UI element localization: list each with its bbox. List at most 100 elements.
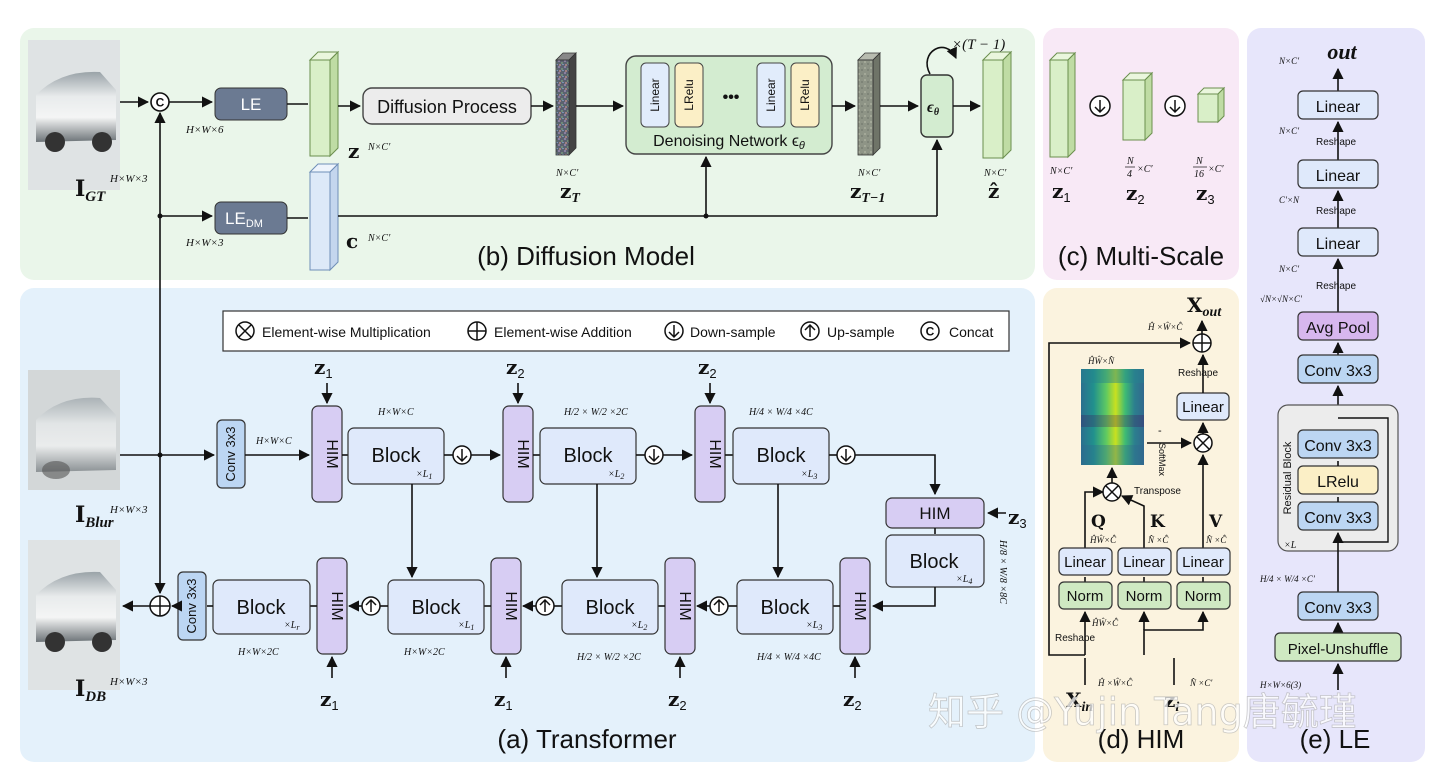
z1-dec1: z1: [494, 687, 513, 713]
add-icon: [467, 321, 487, 341]
him-dec3: HIM: [839, 557, 871, 655]
block-dec2: Block ×L2: [561, 579, 659, 635]
ms-z3-label: z3: [1196, 181, 1215, 207]
multiscale-panel: [1043, 28, 1239, 280]
svg-text:×L3: ×L3: [801, 469, 817, 481]
down-enc1: [452, 445, 472, 465]
gt-image: [28, 40, 120, 190]
svg-text:HIM: HIM: [706, 439, 723, 468]
svg-text:Linear: Linear: [1316, 236, 1361, 253]
him-mult-v: [1193, 433, 1213, 453]
svg-text:Conv 3x3: Conv 3x3: [1304, 510, 1372, 527]
svg-text:Diffusion Process: Diffusion Process: [377, 97, 517, 117]
block-refine: Block ×Lr: [212, 579, 311, 635]
z2-dec3: z2: [843, 687, 862, 713]
him-zi: zi: [1164, 688, 1179, 715]
zhat-prism: [981, 50, 1013, 160]
le-res-lrelu: LRelu: [1297, 465, 1379, 495]
him-norm-v: Norm: [1176, 581, 1231, 610]
le-res-conv-1: Conv 3x3: [1297, 429, 1379, 459]
down-enc2: [644, 445, 664, 465]
zhat-label: ẑ: [988, 179, 999, 203]
le-dim: H×W×6: [185, 124, 224, 136]
c-label: c: [346, 229, 358, 253]
svg-text:16: 16: [1194, 169, 1204, 180]
block-dec3: Block ×L3: [736, 579, 834, 635]
block-enc3: Block ×L3: [732, 427, 830, 485]
up-dec2: [535, 596, 555, 616]
le-dim4: √N×√N×C′: [1260, 294, 1303, 304]
him-norm-dim: ĤŴ×Ĉ: [1091, 618, 1119, 628]
denoising-network: Linear LRelu ••• Linear LRelu Denoising …: [625, 55, 833, 155]
block-enc2: Block ×L2: [539, 427, 637, 485]
db-dim: H×W×3: [109, 676, 148, 688]
svg-text:Down-sample: Down-sample: [690, 324, 776, 340]
ms-down-1: [1089, 95, 1111, 117]
ms-z1-dim: N×C′: [1049, 166, 1073, 177]
mult-icon: [235, 321, 255, 341]
block-dec1: Block ×L1: [387, 579, 485, 635]
svg-text:Linear: Linear: [1123, 554, 1165, 571]
svg-text:×L1: ×L1: [458, 620, 474, 632]
svg-text:Conv 3x3: Conv 3x3: [1304, 363, 1372, 380]
svg-text:×L3: ×L3: [806, 620, 822, 632]
him-reshape-bottom: Reshape: [1055, 633, 1095, 644]
le-out-dim: N×C′: [1278, 56, 1300, 66]
conv-in-dim: H×W×C: [255, 436, 292, 447]
svg-text:×L2: ×L2: [631, 620, 647, 632]
z1-refine: z1: [320, 687, 339, 713]
him-linear-out: Linear: [1176, 392, 1230, 421]
ms-z2-prism: [1121, 71, 1154, 142]
gt-dim: H×W×3: [109, 173, 148, 185]
him-enc2: HIM: [502, 405, 534, 503]
svg-text:LE: LE: [241, 95, 262, 114]
loop-arrow: [926, 46, 957, 75]
zT1-dim: N×C′: [857, 168, 881, 179]
svg-text:Norm: Norm: [1067, 588, 1104, 605]
le-xL: ×L: [1284, 540, 1297, 551]
ms-down-2: [1164, 95, 1186, 117]
svg-text:Linear: Linear: [1316, 99, 1361, 116]
zT1-label: zT−1: [850, 179, 885, 206]
svg-text:Norm: Norm: [1126, 588, 1163, 605]
svg-text:Block: Block: [372, 445, 422, 467]
z-prism: [308, 50, 340, 158]
him-q-dim: ĤŴ×Ĉ: [1089, 535, 1117, 545]
him-Q: Q: [1091, 512, 1106, 532]
le-dim1: N×C′: [1278, 126, 1300, 136]
svg-text:Up-sample: Up-sample: [827, 324, 895, 340]
concat-symbol: C: [150, 92, 170, 112]
le-linear-2: Linear: [1297, 159, 1379, 189]
svg-text:HIM: HIM: [676, 591, 693, 620]
le-linear-1: Linear: [1297, 90, 1379, 120]
him-dec2: HIM: [664, 557, 696, 655]
add-output: [149, 595, 171, 617]
block-latent: Block ×L4: [885, 534, 985, 588]
zT-dim: N×C′: [555, 168, 579, 179]
up-icon: [800, 321, 820, 341]
gt-label: IGT: [75, 176, 106, 205]
le-box: LE: [214, 87, 288, 121]
le-title: (e) LE: [1300, 724, 1371, 754]
svg-text:Residual Block: Residual Block: [1282, 441, 1294, 514]
latent-dim: H/8 × W/8 ×8C: [997, 539, 1008, 604]
le-dim3: N×C′: [1278, 264, 1300, 274]
him-V: V: [1208, 512, 1223, 532]
db-label: IDB: [75, 676, 106, 705]
concat-icon: C: [920, 321, 940, 341]
him-enc1: HIM: [311, 405, 343, 503]
ms-z2-label: z2: [1126, 181, 1145, 207]
him-attn-dim: ĤŴ×N̂: [1087, 356, 1115, 366]
dec2-dim: H/2 × W/2 ×2C: [576, 652, 641, 663]
him-K: K: [1150, 512, 1166, 532]
svg-text:ϵθ: ϵθ: [927, 99, 940, 118]
svg-text:Pixel-Unshuffle: Pixel-Unshuffle: [1288, 641, 1389, 658]
transformer-title: (a) Transformer: [497, 724, 676, 754]
z2-enc2: z2: [506, 355, 525, 381]
svg-text:Linear: Linear: [764, 78, 778, 111]
attention-heatmap: [1081, 369, 1144, 465]
him-xin-dim: Ĥ ×Ŵ×Ĉ: [1097, 678, 1133, 688]
db-image: [28, 540, 120, 690]
svg-text:N: N: [1126, 156, 1135, 167]
svg-text:Element-wise Multiplication: Element-wise Multiplication: [262, 324, 431, 340]
